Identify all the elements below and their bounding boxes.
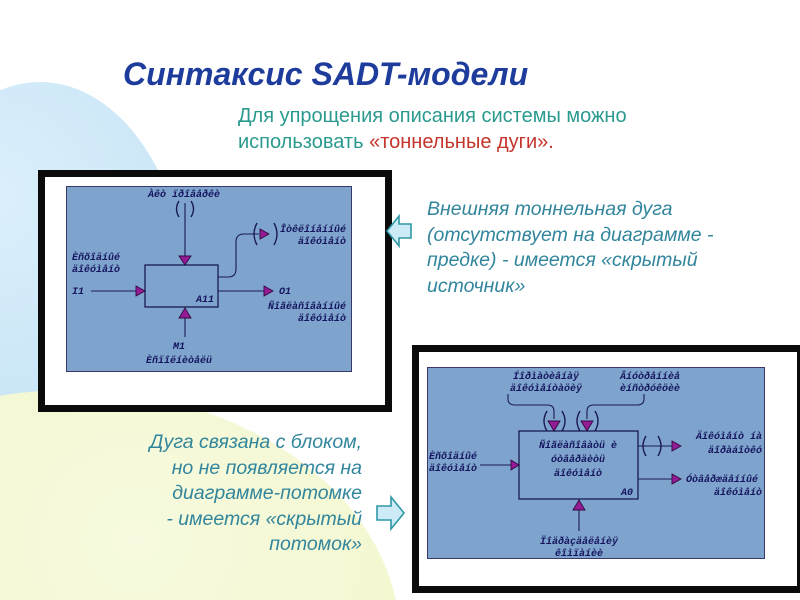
control2-label-line2: èíñòðóêöèè bbox=[620, 382, 680, 395]
input-code: I1 bbox=[72, 287, 84, 298]
tunnel-output-arc bbox=[218, 233, 259, 278]
child-diagram-panel: Íîðìàòèâíàÿ äîêóìåíòàöèÿ Âíóòðåííèå èíñò… bbox=[427, 367, 765, 560]
tunnel-output-label-line1: Îòêëîíåííûé bbox=[280, 222, 346, 236]
control2-label-line1: Âíóòðåííèå bbox=[619, 369, 680, 383]
control2-paren-left-icon bbox=[576, 410, 581, 432]
mechanism-code: M1 bbox=[172, 342, 185, 353]
output1-paren-left-icon bbox=[642, 435, 647, 457]
note-hidden-source: Внешняя тоннельная дуга (отсутствует на … bbox=[427, 198, 714, 297]
input-label-line1: Èñõîäíûé bbox=[429, 449, 477, 463]
subtitle-line2-plain: использовать bbox=[238, 131, 370, 153]
tunnel-paren-left-icon bbox=[175, 200, 180, 218]
mechanism-label-line2: êîìïàíèè bbox=[555, 548, 603, 558]
child-diagram: Íîðìàòèâíàÿ äîêóìåíòàöèÿ Âíóòðåííèå èíñò… bbox=[429, 369, 762, 560]
activity-box-code: A11 bbox=[195, 295, 214, 306]
mechanism-arrowhead-icon bbox=[572, 499, 586, 511]
input-label-line2: äîêóìåíò bbox=[72, 264, 120, 276]
child-diagram-frame: Íîðìàòèâíàÿ äîêóìåíòàöèÿ Âíóòðåííèå èíñò… bbox=[412, 345, 800, 593]
parent-diagram: Àêò ïðîâåðêè A11 Èñõîäíûé äîêóìåíò I1 bbox=[72, 187, 346, 367]
control1-paren-right-icon bbox=[561, 410, 566, 432]
output1-label-line1: Äîêóìåíò íà bbox=[695, 430, 762, 443]
activity-box bbox=[144, 264, 219, 308]
parent-diagram-panel: Àêò ïðîâåðêè A11 Èñõîäíûé äîêóìåíò I1 bbox=[66, 186, 352, 372]
control2-arrowhead-icon bbox=[580, 420, 594, 432]
tunnel-output-paren-right-icon bbox=[273, 222, 278, 246]
left-block-arrow-icon bbox=[385, 213, 412, 249]
activity-box-line1: Ñîãëàñîâàòü è bbox=[539, 439, 617, 452]
control1-label-line1: Íîðìàòèâíàÿ bbox=[513, 369, 580, 383]
control1-label-line2: äîêóìåíòàöèÿ bbox=[510, 383, 583, 395]
right-block-arrow-icon bbox=[376, 494, 406, 532]
output2-label-line2: äîêóìåíò bbox=[714, 487, 762, 499]
control1-arc bbox=[507, 394, 555, 419]
control1-paren-left-icon bbox=[543, 410, 548, 432]
tunnel-output-label-line2: äîêóìåíò bbox=[298, 236, 346, 248]
parent-diagram-frame: Àêò ïðîâåðêè A11 Èñõîäíûé äîêóìåíò I1 bbox=[38, 170, 392, 412]
output-code: O1 bbox=[279, 287, 291, 298]
output-label-line2: äîêóìåíò bbox=[298, 313, 346, 325]
output-arrowhead-icon bbox=[263, 285, 274, 297]
output2-arrowhead-icon bbox=[671, 473, 682, 485]
page-title: Синтаксис SADT-модели bbox=[123, 56, 529, 92]
control2-arc bbox=[586, 394, 645, 419]
tunnel-output-paren-left-icon bbox=[253, 222, 258, 246]
subtitle-highlight: «тоннельные дуги». bbox=[369, 131, 554, 153]
output2-label-line1: Óòâåðæäåííûé bbox=[686, 472, 758, 486]
mechanism-label: Èñïîëíèòåëü bbox=[146, 353, 212, 367]
activity-box-line2: óòâåðäèòü bbox=[551, 453, 605, 466]
control-arrowhead-icon bbox=[178, 255, 192, 266]
control-label: Àêò ïðîâåðêè bbox=[147, 187, 220, 201]
input-arrowhead-icon bbox=[510, 459, 520, 471]
mechanism-label-line1: Ïîäðàçäåëåíèÿ bbox=[540, 535, 619, 548]
output1-paren-right-icon bbox=[657, 435, 662, 457]
input-arrowhead-icon bbox=[135, 285, 146, 297]
input-label-line2: äîêóìåíò bbox=[429, 463, 477, 475]
note-hidden-descendant: Дуга связана с блоком, но не появляется … bbox=[149, 431, 362, 555]
output-label-line1: Ñîãëàñîâàííûé bbox=[268, 300, 346, 313]
output1-label-line2: äîðàáîòêó bbox=[708, 444, 762, 457]
control2-paren-right-icon bbox=[594, 410, 599, 432]
control1-arrowhead-icon bbox=[547, 420, 561, 432]
subtitle-line1: Для упрощения описания системы можно bbox=[238, 105, 627, 127]
subtitle: Для упрощения описания системы можно исп… bbox=[238, 103, 678, 155]
activity-box-code: A0 bbox=[620, 488, 633, 499]
tunnel-paren-right-icon bbox=[190, 200, 195, 218]
tunnel-output-arrowhead-icon bbox=[259, 228, 270, 240]
output1-arrowhead-icon bbox=[671, 440, 682, 452]
mechanism-arrowhead-icon bbox=[178, 307, 192, 319]
activity-box-line3: äîêóìåíò bbox=[554, 468, 602, 480]
input-label-line1: Èñõîäíûé bbox=[72, 250, 120, 264]
